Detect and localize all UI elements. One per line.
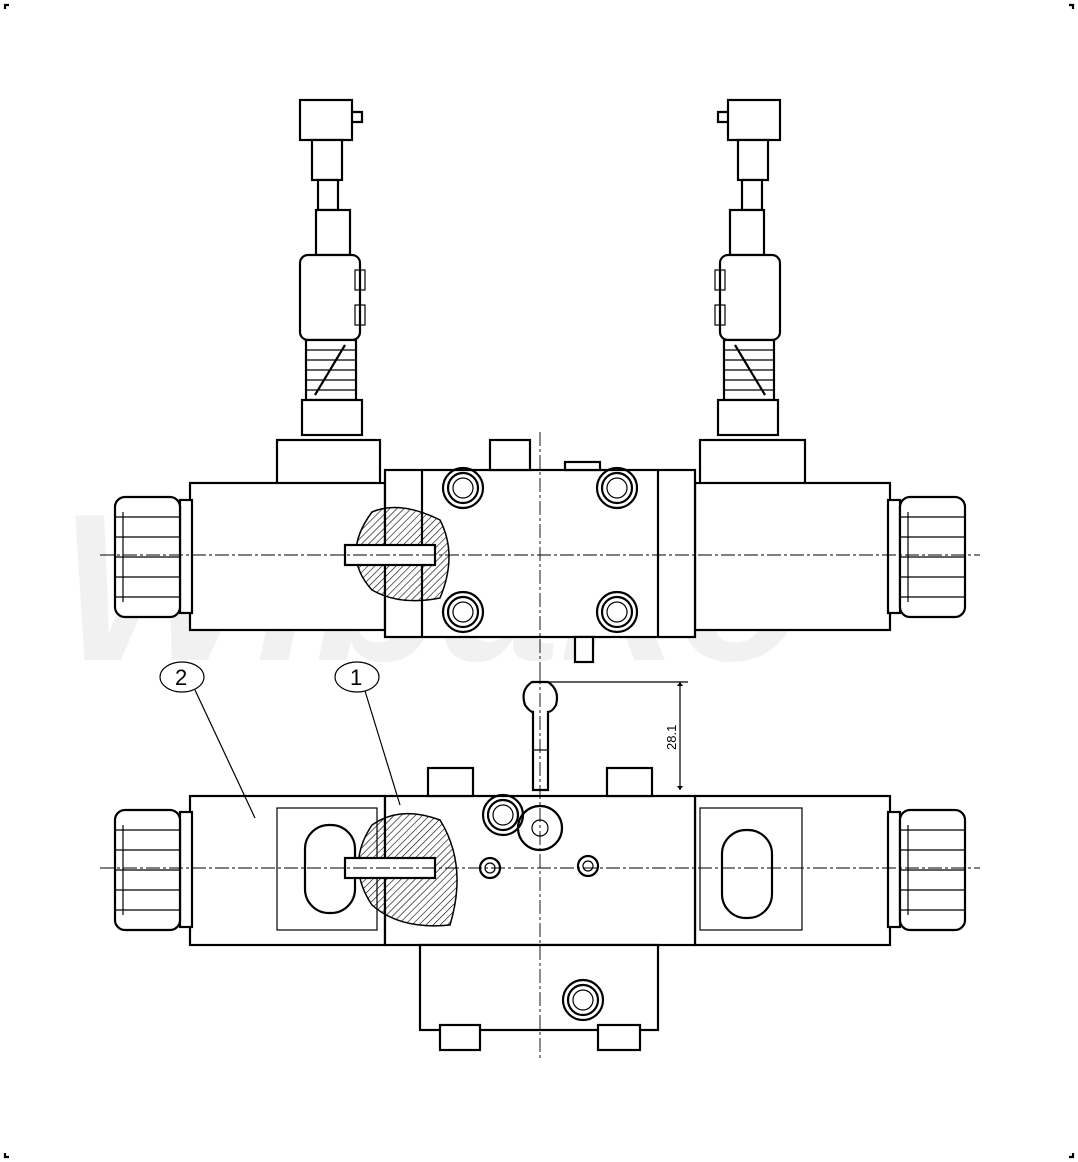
dimension-value: 28.1 <box>664 725 679 750</box>
corner-mark <box>1069 1153 1075 1159</box>
balloon-label: 2 <box>175 665 187 690</box>
balloon-label: 1 <box>350 665 362 690</box>
corner-mark <box>1069 3 1075 9</box>
front-view: 28.1 <box>100 670 980 1060</box>
corner-mark <box>3 1153 9 1159</box>
balloon-2: 2 <box>159 661 256 819</box>
balloon-1: 1 <box>334 661 401 806</box>
corner-mark <box>3 3 9 9</box>
top-view <box>100 98 980 670</box>
